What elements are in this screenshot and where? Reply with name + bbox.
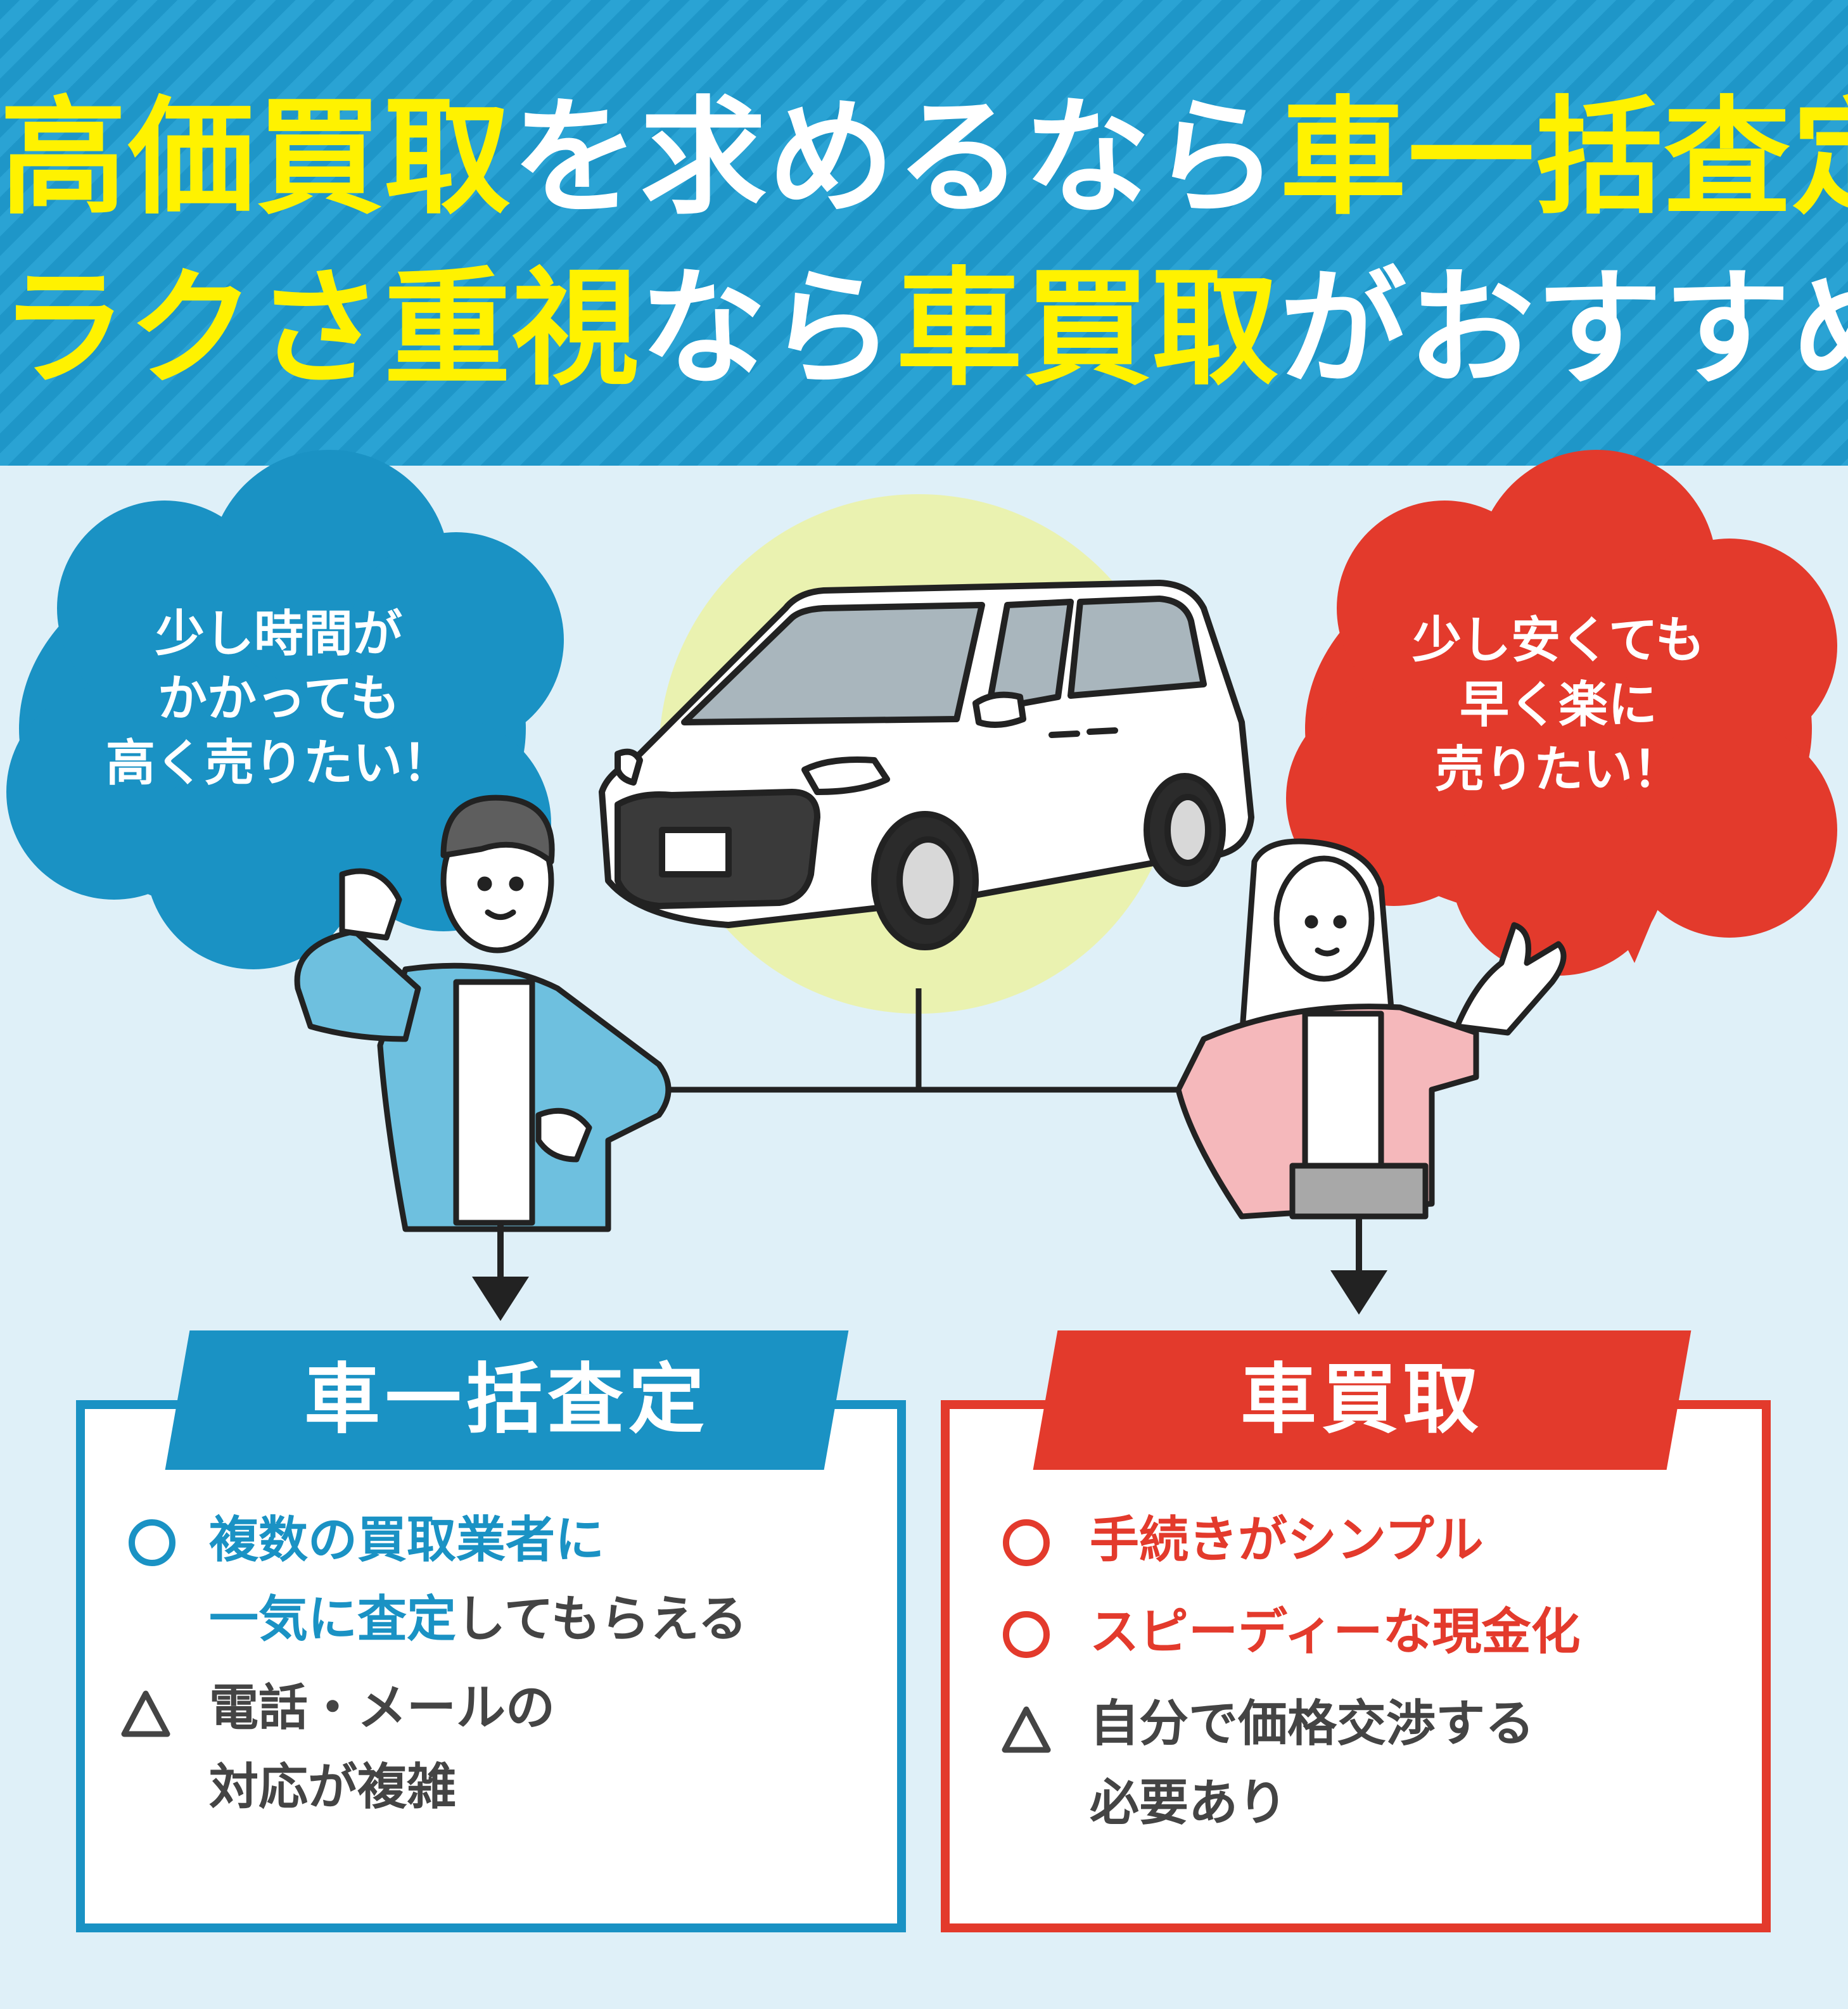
headline-line-1: 高価買取を求めるなら車一括査定 [0, 82, 1848, 234]
left-bubble-line-3: 高く売りたい！ [105, 735, 452, 792]
headline-2-part-3: 車買取 [896, 255, 1280, 403]
car-buyback-title-tag: 車買取 [1033, 1330, 1692, 1470]
bulk-appraisal-title: 車一括査定 [304, 1356, 710, 1444]
bulk-pro-line-2a: 一気に査定 [209, 1591, 457, 1648]
triangle-mark-icon [121, 1690, 170, 1737]
man-illustration [294, 794, 672, 1232]
headline-1-part-3: 車一括査定 [1280, 84, 1848, 232]
connector-lines [558, 988, 1267, 1093]
left-bubble-line-1: 少し時間が [155, 606, 402, 663]
bulk-con-line-1: 電話・メールの [209, 1680, 556, 1737]
left-bubble-line-2: かかっても [157, 670, 400, 727]
headline-1-part-2: を求めるなら [512, 84, 1280, 232]
right-bubble-line-1: 少し安くても [1412, 612, 1705, 669]
arrow-down-left-icon [472, 1223, 529, 1321]
buyback-pro-1: 手続きがシンプル [1090, 1512, 1484, 1569]
bulk-pro-line-2: 一気に査定してもらえる [209, 1584, 747, 1655]
bulk-appraisal-title-tag: 車一括査定 [165, 1330, 849, 1470]
bulk-pro-line-1: 複数の買取業者に [209, 1512, 605, 1569]
headline-line-2: ラクさ重視なら車買取がおすすめ [0, 253, 1848, 405]
bulk-pro-line-2b: してもらえる [456, 1591, 748, 1648]
headline-2-part-2: なら [640, 255, 896, 403]
buyback-pro-2: スピーディーな現金化 [1090, 1604, 1581, 1661]
car-buyback-title: 車買取 [1240, 1356, 1484, 1444]
right-speech-bubble [1286, 450, 1837, 976]
left-bubble-text: 少し時間が かかっても 高く売りたい！ [82, 602, 475, 796]
headline-1-part-1: 高価買取 [0, 84, 513, 232]
buyback-con-line-2: 必要あり [1090, 1775, 1288, 1832]
woman-illustration [1175, 838, 1567, 1220]
circle-mark-icon [129, 1519, 175, 1566]
bulk-con-line-2: 対応が複雑 [209, 1759, 457, 1816]
triangle-mark-icon-2 [1002, 1706, 1051, 1753]
left-speech-bubble [6, 450, 564, 969]
right-bubble-text: 少し安くても 早く楽に 売りたい！ [1362, 608, 1755, 802]
car-illustration [599, 580, 1254, 950]
right-bubble-line-3: 売りたい！ [1434, 741, 1682, 798]
headline-2-part-1: ラクさ重視 [0, 255, 640, 403]
buyback-con-line-1: 自分で価格交渉する [1090, 1695, 1535, 1752]
arrow-down-right-icon [1330, 1216, 1387, 1315]
header-banner: 高価買取を求めるなら車一括査定 ラクさ重視なら車買取がおすすめ [0, 0, 1848, 466]
bulk-appraisal-box [76, 1400, 906, 1932]
right-bubble-line-2: 早く楽に [1459, 677, 1657, 734]
circle-mark-icon-2 [1003, 1611, 1050, 1658]
headline-2-part-4: がおすすめ [1280, 255, 1848, 403]
circle-mark-icon-1 [1003, 1519, 1050, 1566]
